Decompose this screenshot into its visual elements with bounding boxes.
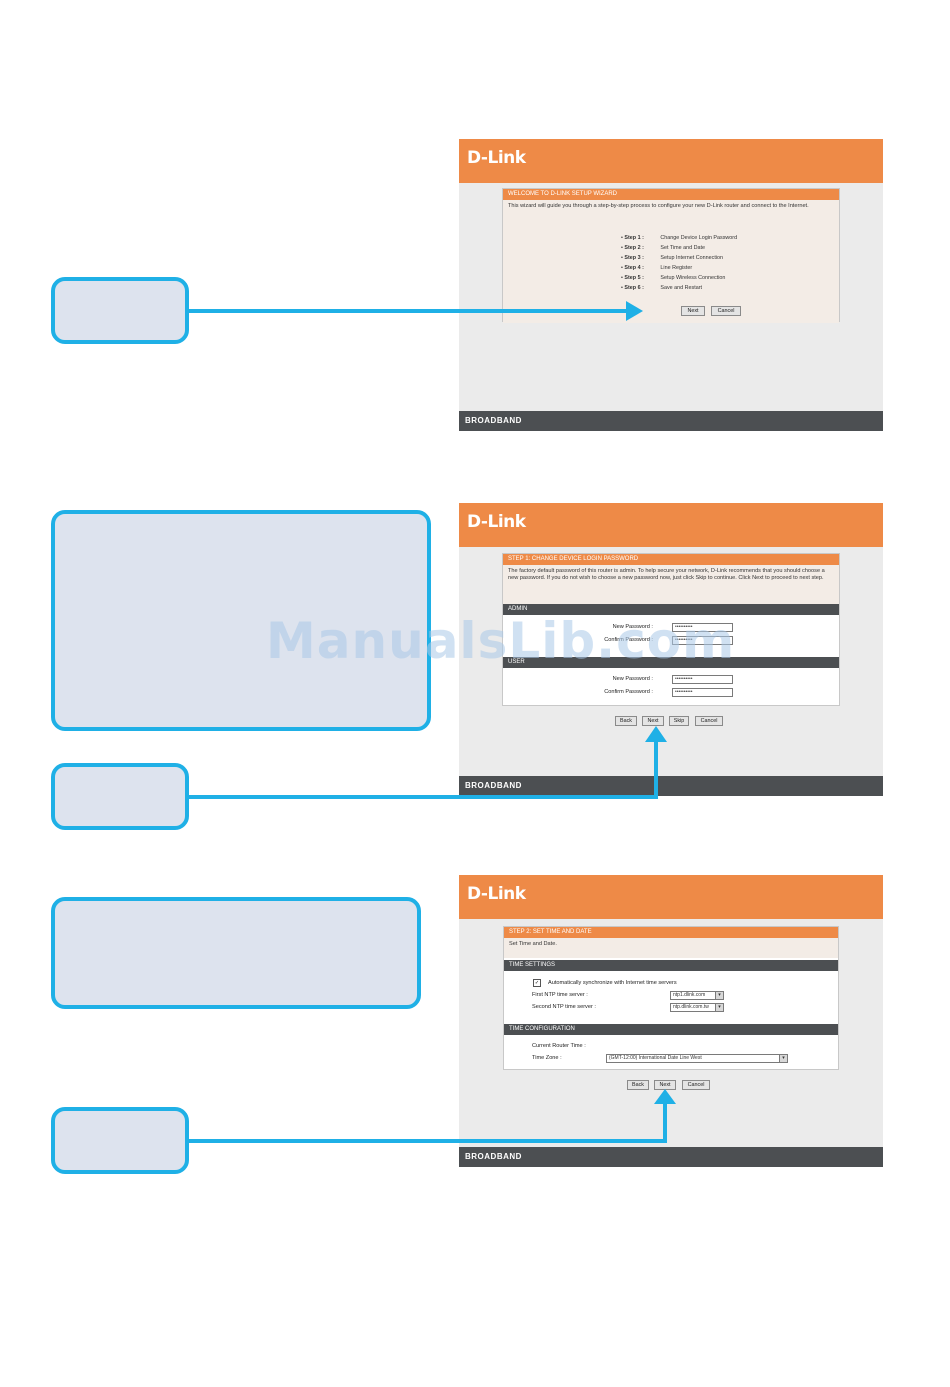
dlink-logo: D-Link bbox=[467, 148, 526, 168]
list-item: • Step 5 :Setup Wireless Connection bbox=[621, 275, 726, 281]
footer-bar: BROADBAND bbox=[459, 411, 883, 431]
admin-new-password-field[interactable]: •••••••••• bbox=[672, 623, 733, 632]
chevron-down-icon: ▾ bbox=[715, 992, 723, 999]
first-ntp-label: First NTP time server : bbox=[532, 992, 588, 998]
cancel-button[interactable]: Cancel bbox=[695, 716, 723, 726]
list-item: • Step 2 :Set Time and Date bbox=[621, 245, 706, 251]
admin-confirm-password-label: Confirm Password : bbox=[604, 637, 653, 643]
arrow-head-3 bbox=[654, 1089, 676, 1104]
list-item: • Step 4 :Line Register bbox=[621, 265, 693, 271]
step-text: Line Register bbox=[660, 265, 693, 271]
back-button[interactable]: Back bbox=[627, 1080, 649, 1090]
password-panel: STEP 1: CHANGE DEVICE LOGIN PASSWORD The… bbox=[502, 553, 840, 706]
header-bar: D-Link bbox=[459, 503, 883, 547]
callout-box-time-next bbox=[51, 1107, 189, 1174]
auto-sync-checkbox[interactable]: ✓ bbox=[533, 979, 541, 987]
steps-list: • Step 1 :Change Device Login Password •… bbox=[621, 235, 737, 295]
step-text: Save and Restart bbox=[660, 285, 703, 291]
auto-sync-label: Automatically synchronize with Internet … bbox=[548, 980, 677, 986]
first-ntp-value: ntp1.dlink.com bbox=[673, 992, 706, 998]
step-number: Step 2 : bbox=[624, 245, 644, 251]
panel-title: STEP 1: CHANGE DEVICE LOGIN PASSWORD bbox=[503, 554, 839, 565]
panel-intro: Set Time and Date. bbox=[504, 938, 838, 958]
watermark: ManualsLib.com bbox=[266, 612, 736, 670]
panel-intro: The factory default password of this rou… bbox=[503, 565, 839, 604]
header-bar: D-Link bbox=[459, 875, 883, 919]
next-button[interactable]: Next bbox=[642, 716, 664, 726]
callout-box-time-note bbox=[51, 897, 421, 1009]
next-button[interactable]: Next bbox=[681, 306, 705, 316]
admin-new-password-label: New Password : bbox=[612, 624, 653, 630]
arrow-head-2 bbox=[645, 726, 667, 742]
time-zone-label: Time Zone : bbox=[532, 1055, 562, 1061]
step-text: Change Device Login Password bbox=[660, 235, 738, 241]
step-number: Step 3 : bbox=[624, 255, 644, 261]
time-configuration-header: TIME CONFIGURATION bbox=[504, 1024, 838, 1035]
first-ntp-select[interactable]: ntp1.dlink.com ▾ bbox=[670, 991, 724, 1000]
step-text: Setup Wireless Connection bbox=[660, 275, 726, 281]
footer-brand: BROADBAND bbox=[465, 1152, 522, 1161]
time-panel: STEP 2: SET TIME AND DATE Set Time and D… bbox=[503, 926, 839, 1070]
footer-bar: BROADBAND bbox=[459, 1147, 883, 1167]
header-bar: D-Link bbox=[459, 139, 883, 183]
user-section-header: USER bbox=[503, 657, 839, 668]
cancel-button[interactable]: Cancel bbox=[711, 306, 741, 316]
time-settings-header: TIME SETTINGS bbox=[504, 960, 838, 971]
screenshot-change-password: D-Link STEP 1: CHANGE DEVICE LOGIN PASSW… bbox=[459, 503, 883, 796]
panel-title: WELCOME TO D-LINK SETUP WIZARD bbox=[503, 189, 839, 200]
second-ntp-value: ntp.dlink.com.tw bbox=[673, 1004, 709, 1010]
dlink-logo: D-Link bbox=[467, 884, 526, 904]
footer-brand: BROADBAND bbox=[465, 781, 522, 790]
skip-button[interactable]: Skip bbox=[669, 716, 689, 726]
step-text: Setup Internet Connection bbox=[660, 255, 724, 261]
chevron-down-icon: ▾ bbox=[779, 1055, 787, 1062]
time-zone-value: (GMT-12:00) International Date Line West bbox=[609, 1055, 702, 1061]
dlink-logo: D-Link bbox=[467, 512, 526, 532]
list-item: • Step 3 :Setup Internet Connection bbox=[621, 255, 724, 261]
arrow-line-3 bbox=[189, 1104, 667, 1143]
arrow-head-1 bbox=[626, 301, 643, 321]
cancel-button[interactable]: Cancel bbox=[682, 1080, 710, 1090]
current-time-label: Current Router Time : bbox=[532, 1043, 586, 1049]
back-button[interactable]: Back bbox=[615, 716, 637, 726]
callout-box-step-welcome bbox=[51, 277, 189, 344]
chevron-down-icon: ▾ bbox=[715, 1004, 723, 1011]
list-item: • Step 6 :Save and Restart bbox=[621, 285, 703, 291]
second-ntp-select[interactable]: ntp.dlink.com.tw ▾ bbox=[670, 1003, 724, 1012]
admin-section-header: ADMIN bbox=[503, 604, 839, 615]
footer-bar: BROADBAND bbox=[459, 776, 883, 796]
second-ntp-label: Second NTP time server : bbox=[532, 1004, 596, 1010]
arrow-line-2 bbox=[189, 742, 658, 799]
step-number: Step 6 : bbox=[624, 285, 644, 291]
admin-confirm-password-field[interactable]: •••••••••• bbox=[672, 636, 733, 645]
user-new-password-field[interactable]: •••••••••• bbox=[672, 675, 733, 684]
callout-box-password-next bbox=[51, 763, 189, 830]
callout-box-password-note bbox=[51, 510, 431, 731]
screenshot-welcome-wizard: D-Link WELCOME TO D-LINK SETUP WIZARD Th… bbox=[459, 139, 883, 431]
step-text: Set Time and Date bbox=[660, 245, 706, 251]
user-confirm-password-label: Confirm Password : bbox=[604, 689, 653, 695]
user-new-password-label: New Password : bbox=[612, 676, 653, 682]
welcome-panel: WELCOME TO D-LINK SETUP WIZARD This wiza… bbox=[502, 188, 840, 323]
step-number: Step 5 : bbox=[624, 275, 644, 281]
list-item: • Step 1 :Change Device Login Password bbox=[621, 235, 738, 241]
screenshot-time-date: D-Link STEP 2: SET TIME AND DATE Set Tim… bbox=[459, 875, 883, 1167]
panel-title: STEP 2: SET TIME AND DATE bbox=[504, 927, 838, 938]
panel-intro: This wizard will guide you through a ste… bbox=[503, 200, 839, 323]
footer-brand: BROADBAND bbox=[465, 416, 522, 425]
step-number: Step 1 : bbox=[624, 235, 644, 241]
user-confirm-password-field[interactable]: •••••••••• bbox=[672, 688, 733, 697]
step-number: Step 4 : bbox=[624, 265, 644, 271]
time-zone-select[interactable]: (GMT-12:00) International Date Line West… bbox=[606, 1054, 788, 1063]
